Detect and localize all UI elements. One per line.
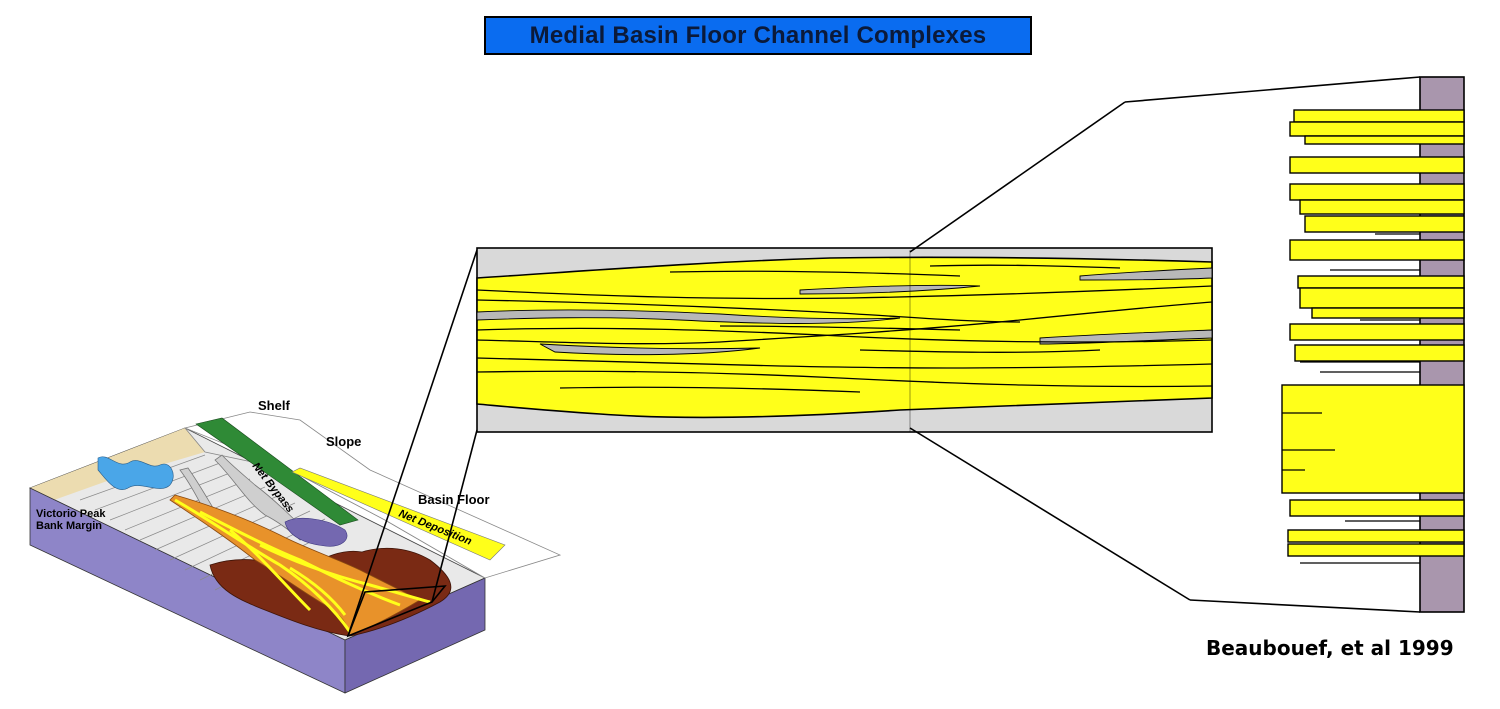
connector-line-b: [431, 429, 478, 603]
bedding-surfaces: [476, 264, 1213, 393]
connector-line-a: [347, 249, 478, 637]
sand-beds: [1281, 109, 1465, 557]
cross-section-panel: [476, 247, 1213, 433]
block-diagram: Shelf Slope Basin Floor Victorio Peak Ba…: [28, 398, 562, 694]
log-thin-beds: [1282, 233, 1420, 564]
shale-lens-2: [539, 343, 761, 356]
title-box: Medial Basin Floor Channel Complexes: [484, 16, 1032, 55]
connector-line-f: [1189, 599, 1421, 613]
selection-box: [346, 585, 447, 638]
basin-floor-label: Basin Floor: [418, 492, 490, 507]
net-bypass-band: [195, 417, 359, 526]
citation: Beaubouef, et al 1999: [1206, 636, 1454, 660]
shale-lens-5: [799, 284, 981, 295]
shale-lens-1: [476, 309, 901, 324]
margin-label-line1: Victorio Peak: [36, 508, 106, 520]
basin-lobes-purple: [284, 517, 348, 547]
shale-lens-3: [1039, 329, 1213, 345]
shelf-label: Shelf: [258, 398, 290, 413]
shale-lens-4: [1079, 267, 1213, 281]
log-column: [1281, 76, 1465, 613]
connector-line-d: [1124, 76, 1421, 103]
connector-line-c: [909, 101, 1126, 253]
margin-label-line2: Bank Margin: [36, 520, 102, 532]
connector-line-e: [909, 427, 1191, 601]
page-title: Medial Basin Floor Channel Complexes: [529, 21, 987, 49]
net-deposition-band: [291, 467, 506, 561]
incised-valley-blue: [97, 456, 174, 490]
slope-label: Slope: [326, 434, 361, 449]
